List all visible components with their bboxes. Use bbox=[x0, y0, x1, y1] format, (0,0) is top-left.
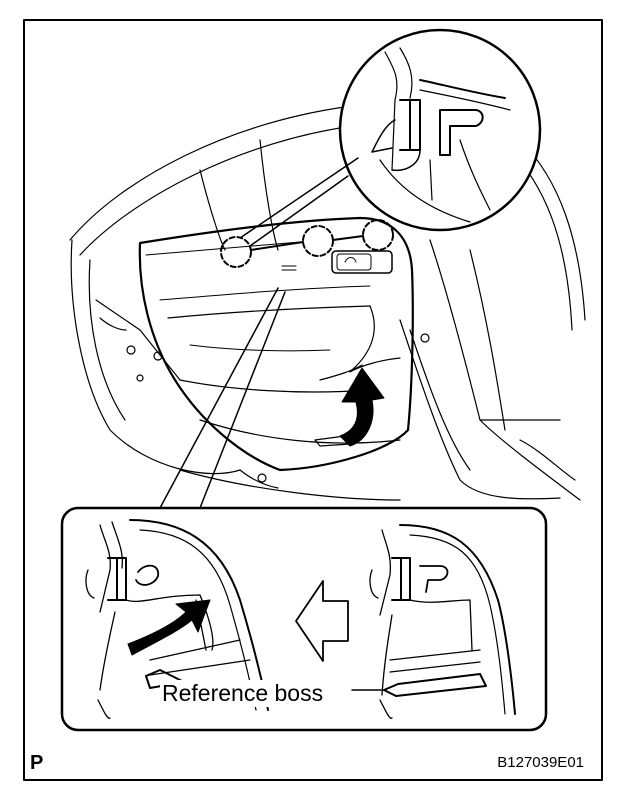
clip-released-detail bbox=[85, 519, 269, 719]
clip-location-marker-1 bbox=[220, 236, 252, 268]
clip-release-arrow-icon bbox=[127, 599, 211, 656]
clip-release-detail-box bbox=[60, 287, 548, 732]
door-trim-panel bbox=[138, 216, 414, 472]
reference-boss-callout-label: Reference boss bbox=[160, 680, 326, 707]
diagram-frame bbox=[23, 19, 603, 781]
removal-direction-arrow-icon bbox=[339, 367, 385, 447]
sequence-direction-arrow-icon bbox=[295, 580, 349, 662]
inside-door-handle bbox=[331, 250, 393, 274]
illustration-reference-code: B127039E01 bbox=[497, 754, 584, 771]
reference-boss-right bbox=[383, 673, 487, 697]
clip-seated-detail bbox=[369, 524, 516, 719]
view-designator-letter: P bbox=[30, 752, 44, 774]
clip-location-marker-2 bbox=[302, 225, 334, 257]
clip-location-marker-3 bbox=[362, 219, 394, 251]
clip-detail-magnified-top bbox=[239, 28, 542, 247]
